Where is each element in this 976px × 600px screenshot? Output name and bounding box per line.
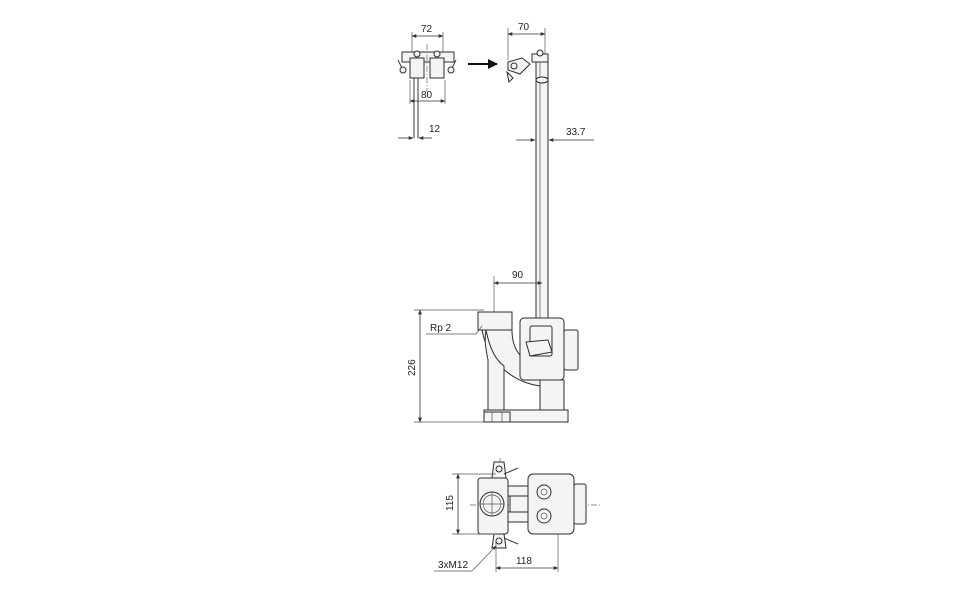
dim-80-label: 80	[421, 90, 433, 101]
bolts-label: 3xM12	[438, 560, 468, 571]
dim-226-label: 226	[407, 359, 418, 376]
thread-label: Rp 2	[430, 323, 452, 334]
dim-72-label: 72	[421, 24, 433, 35]
bracket-detail-view: 72 80 12	[397, 24, 457, 140]
plan-view: 115 118 3xM12	[434, 458, 600, 572]
dim-90-label: 90	[512, 270, 524, 281]
dim-12-label: 12	[429, 124, 441, 135]
dim-70-label: 70	[518, 22, 530, 33]
dim-115-label: 115	[445, 495, 456, 511]
side-view: 70 33.7 90	[407, 22, 594, 423]
dim-33-7-label: 33.7	[566, 127, 586, 138]
dim-118-label: 118	[516, 556, 532, 567]
